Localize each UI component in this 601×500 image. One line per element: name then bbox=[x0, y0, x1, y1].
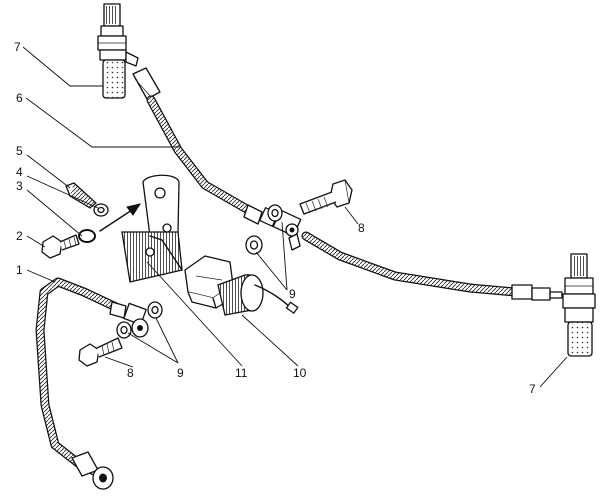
assembly-arrow bbox=[99, 203, 142, 232]
ring-3 bbox=[78, 229, 96, 243]
callout-4: 4 bbox=[16, 165, 23, 179]
callout-10: 10 bbox=[293, 366, 307, 380]
leader-lines bbox=[22, 46, 568, 388]
washer-4 bbox=[93, 203, 109, 217]
callout-9-left: 9 bbox=[177, 366, 184, 380]
callout-labels: 7 6 5 4 3 2 1 8 9 11 10 9 8 7 bbox=[14, 40, 536, 396]
fuel-pipe-lower bbox=[35, 277, 149, 490]
callout-1: 1 bbox=[16, 263, 23, 277]
callout-8-left: 8 bbox=[127, 366, 134, 380]
washers-right bbox=[245, 204, 283, 255]
callout-5: 5 bbox=[16, 144, 23, 158]
banjo-bolt-right bbox=[299, 179, 353, 215]
callout-3: 3 bbox=[16, 179, 23, 193]
banjo-bolt-left bbox=[78, 337, 123, 367]
heater-unit bbox=[184, 255, 299, 316]
callout-6: 6 bbox=[16, 91, 23, 105]
mounting-bracket bbox=[121, 174, 183, 283]
callout-8-right: 8 bbox=[358, 221, 365, 235]
callout-9-right: 9 bbox=[289, 287, 296, 301]
glow-plug-bottom bbox=[562, 253, 596, 357]
tee-fitting bbox=[272, 209, 302, 251]
callout-11: 11 bbox=[235, 366, 248, 380]
callout-2: 2 bbox=[16, 229, 23, 243]
fuel-pipe-right bbox=[301, 231, 563, 301]
callout-7-top: 7 bbox=[14, 40, 21, 54]
bolt-2 bbox=[41, 234, 80, 259]
glow-plug-top bbox=[97, 3, 139, 99]
washers-left bbox=[116, 301, 163, 339]
callout-7-bottom: 7 bbox=[529, 382, 536, 396]
